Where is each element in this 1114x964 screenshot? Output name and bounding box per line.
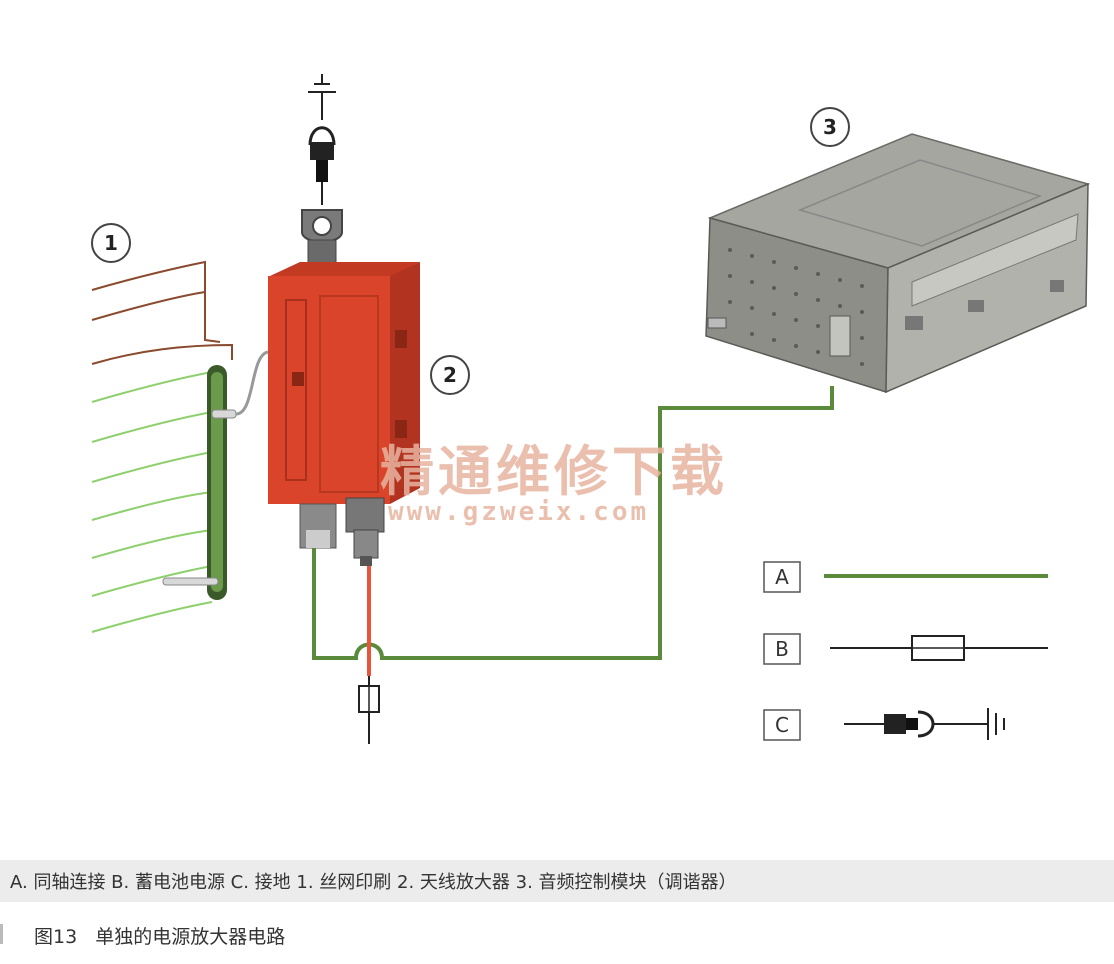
callout-3-label: 3 [823,115,837,139]
legend: A B C [763,561,1048,741]
legend-item-b: B [763,633,1048,665]
watermark-chinese: 精通维修下载 [380,440,728,503]
legend-b-label: B [775,637,789,661]
wiring [312,386,834,744]
callout-1-label: 1 [104,231,118,255]
callout-2: 2 [430,355,470,395]
callout-1: 1 [91,223,131,263]
screen-print-grid [91,260,269,633]
figure-title: 图13 单独的电源放大器电路 [34,922,303,949]
audio-control-module [705,133,1091,394]
legend-item-c: C [763,708,1005,741]
legend-c-label: C [775,713,789,737]
watermark-url: www.gzweix.com [388,497,649,527]
watermark: 精通维修下载 www.gzweix.com [380,440,728,527]
page-edge-mark [0,924,3,944]
legend-caption: A. 同轴连接 B. 蓄电池电源 C. 接地 1. 丝网印刷 2. 天线放大器 … [10,872,737,893]
figure-title-text: 单独的电源放大器电路 [95,926,286,948]
callout-3: 3 [810,107,850,147]
callout-2-label: 2 [443,363,457,387]
coax-cable [312,386,834,660]
ground-connector-top [301,74,343,271]
antenna-amplifier [268,262,420,566]
caption-band [0,860,1114,902]
legend-a-label: A [775,565,789,589]
legend-item-a: A [763,561,1048,593]
figure-number: 图13 [34,926,78,948]
